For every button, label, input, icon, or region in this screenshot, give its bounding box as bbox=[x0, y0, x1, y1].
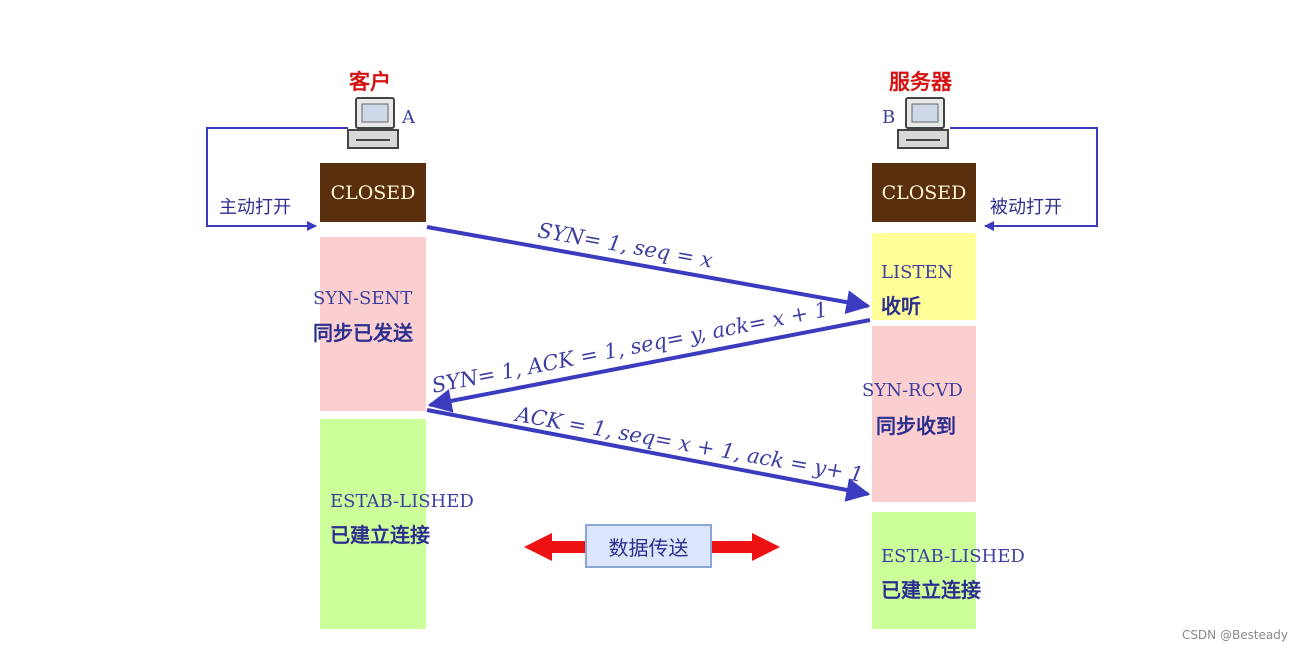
server-closed-state: CLOSED bbox=[872, 163, 976, 222]
client-syn-sent-cn: 同步已发送 bbox=[313, 321, 413, 345]
client-established-label: ESTAB-LISHED bbox=[330, 491, 474, 512]
server-listen-cn: 收听 bbox=[881, 294, 921, 318]
data-transfer-double-arrow bbox=[524, 533, 780, 561]
server-letter: B bbox=[882, 107, 896, 128]
server-syn-rcvd-box bbox=[872, 326, 976, 502]
client-established-box bbox=[320, 419, 426, 629]
syn-arrow bbox=[426, 225, 871, 315]
server-open-label: 被动打开 bbox=[990, 197, 1062, 218]
client-open-label: 主动打开 bbox=[219, 197, 291, 218]
ack-arrow bbox=[426, 408, 871, 502]
client-closed-state: CLOSED bbox=[320, 163, 426, 222]
server-established-label: ESTAB-LISHED bbox=[881, 546, 1025, 567]
server-listen-label: LISTEN bbox=[881, 262, 954, 283]
client-letter: A bbox=[402, 107, 415, 128]
server-syn-rcvd-cn: 同步收到 bbox=[876, 414, 956, 438]
server-established-cn: 已建立连接 bbox=[881, 578, 981, 602]
client-syn-sent-box bbox=[320, 237, 426, 411]
watermark: CSDN @Besteady bbox=[1181, 628, 1288, 642]
server-listen-box bbox=[872, 233, 976, 320]
server-established-box bbox=[872, 512, 976, 629]
server-computer-icon bbox=[897, 97, 949, 149]
client-title: 客户 bbox=[349, 70, 391, 94]
client-established-cn: 已建立连接 bbox=[330, 523, 430, 547]
data-transfer-label: 数据传送 bbox=[585, 524, 712, 568]
synack-arrow bbox=[427, 318, 871, 413]
server-syn-rcvd-label: SYN-RCVD bbox=[862, 380, 963, 401]
server-title: 服务器 bbox=[889, 70, 952, 94]
client-syn-sent-label: SYN-SENT bbox=[313, 288, 413, 309]
server-open-loop bbox=[950, 127, 1098, 231]
client-open-loop bbox=[206, 127, 348, 231]
client-computer-icon bbox=[347, 97, 399, 149]
